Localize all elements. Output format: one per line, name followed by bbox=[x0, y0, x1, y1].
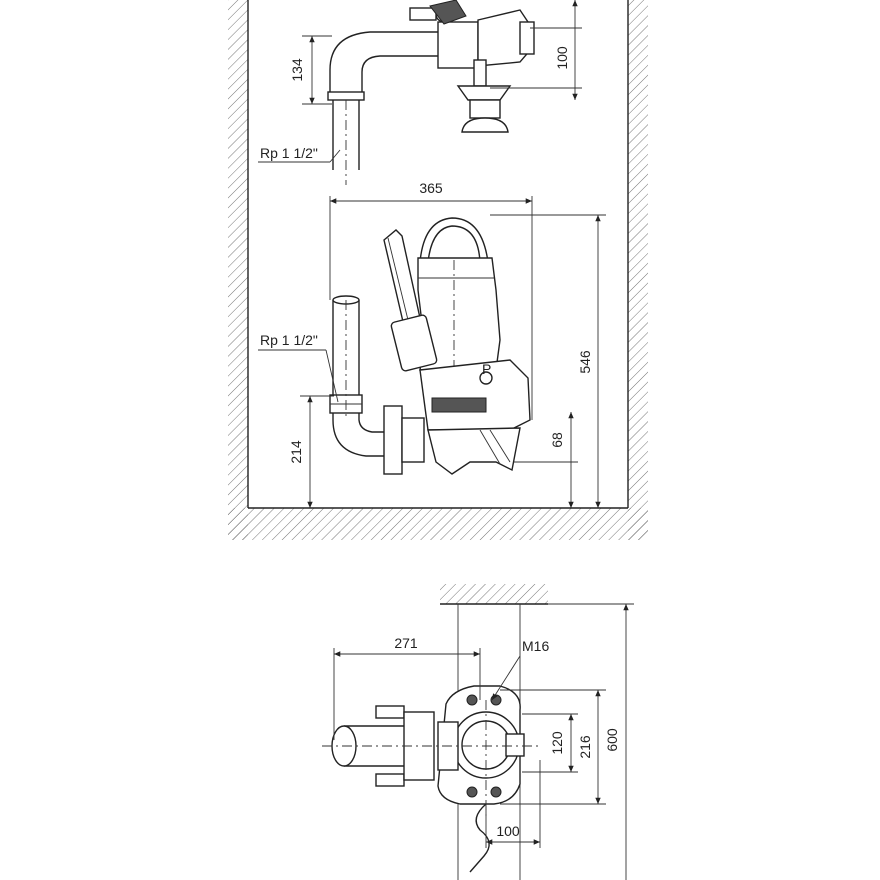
dim-214: 214 bbox=[288, 395, 334, 508]
dim-214-label: 214 bbox=[288, 440, 304, 464]
m16-label: M16 bbox=[522, 638, 549, 654]
dim-216-label: 216 bbox=[577, 735, 593, 759]
dim-120: 120 bbox=[522, 713, 578, 773]
rp-label-upper: Rp 1 1/2" bbox=[260, 145, 318, 161]
dim-100-top-label: 100 bbox=[554, 46, 570, 70]
dim-100-bottom-label: 100 bbox=[496, 823, 520, 839]
dim-216: 216 bbox=[500, 689, 606, 805]
dim-271: 271 bbox=[333, 635, 481, 740]
dim-546: 546 bbox=[490, 214, 606, 508]
dim-120-label: 120 bbox=[549, 731, 565, 755]
top-pipe-assembly bbox=[258, 0, 535, 185]
left-wall-hatch bbox=[228, 0, 248, 540]
floor-hatch bbox=[228, 508, 648, 540]
pit-walls bbox=[228, 0, 648, 540]
dim-365: 365 bbox=[329, 180, 533, 420]
dim-68-label: 68 bbox=[549, 432, 565, 448]
dim-271-label: 271 bbox=[394, 635, 418, 651]
dim-600: 600 bbox=[548, 603, 634, 880]
dim-100-top: 100 bbox=[490, 0, 582, 100]
right-wall-hatch bbox=[628, 0, 648, 540]
plan-view-pump bbox=[322, 655, 540, 873]
dim-100-bottom: 100 bbox=[485, 760, 541, 848]
plan-view-wall bbox=[440, 584, 548, 880]
submersible-pump: P bbox=[383, 217, 531, 475]
rp-label-lower: Rp 1 1/2" bbox=[260, 332, 318, 348]
dim-365-label: 365 bbox=[419, 180, 443, 196]
dim-134-label: 134 bbox=[289, 58, 305, 82]
dim-546-label: 546 bbox=[577, 350, 593, 374]
dim-600-label: 600 bbox=[604, 728, 620, 752]
lower-pipe-assembly bbox=[258, 295, 425, 475]
svg-text:P: P bbox=[482, 361, 491, 377]
dim-68: 68 bbox=[514, 412, 578, 508]
dim-134: 134 bbox=[289, 35, 332, 105]
